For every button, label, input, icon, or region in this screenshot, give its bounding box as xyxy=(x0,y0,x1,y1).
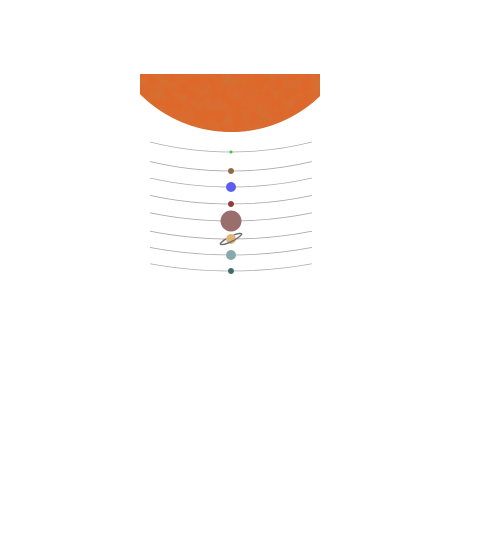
planet-mercury xyxy=(229,150,233,154)
planet-venus xyxy=(228,168,234,174)
planet-earth-body xyxy=(226,182,236,192)
sun-body xyxy=(140,74,320,132)
sun-surface-texture xyxy=(140,74,320,132)
planet-neptune xyxy=(228,268,234,274)
planet-uranus xyxy=(226,250,236,260)
planets xyxy=(219,150,243,274)
saturn-ring-front xyxy=(219,233,243,246)
planet-saturn xyxy=(219,232,243,246)
sun xyxy=(140,74,320,132)
planet-mars xyxy=(228,201,234,207)
planet-uranus-body xyxy=(226,250,236,260)
planet-mars-body xyxy=(228,201,234,207)
orbit-neptune xyxy=(150,263,312,272)
planet-neptune-body xyxy=(228,268,234,274)
planet-earth xyxy=(226,182,236,192)
planet-jupiter xyxy=(220,210,242,232)
planet-mercury-body xyxy=(229,150,233,154)
planet-venus-body xyxy=(228,168,234,174)
planet-saturn-body xyxy=(226,234,236,244)
orbit-lines xyxy=(150,141,312,272)
planet-jupiter-body xyxy=(220,210,242,232)
